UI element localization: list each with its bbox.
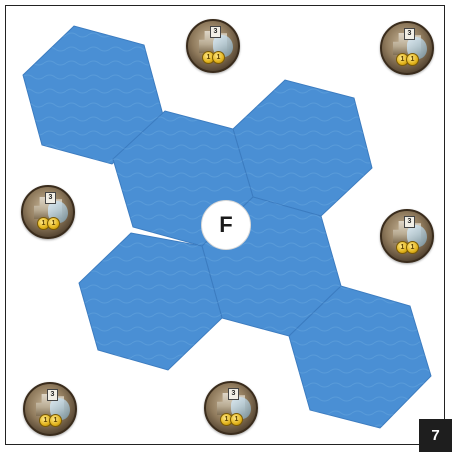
coin-icon: 1 bbox=[406, 53, 419, 66]
coin-icon: 1 bbox=[49, 414, 62, 427]
coin-icon: 1 bbox=[47, 217, 60, 230]
water-tile[interactable] bbox=[22, 25, 164, 165]
board-frame bbox=[5, 5, 445, 445]
ruin-token[interactable]: 3 1 1 bbox=[204, 381, 258, 435]
water-tile[interactable] bbox=[232, 79, 373, 217]
ruin-token[interactable]: 3 1 1 bbox=[380, 209, 434, 263]
water-tile[interactable] bbox=[288, 285, 432, 429]
location-marker-f: F bbox=[201, 200, 251, 250]
page-number-badge: 7 bbox=[419, 419, 452, 452]
token-number: 3 bbox=[45, 192, 56, 204]
water-tile[interactable] bbox=[78, 232, 223, 371]
token-number: 3 bbox=[404, 28, 415, 40]
token-number: 3 bbox=[47, 389, 58, 401]
coin-icon: 1 bbox=[212, 51, 225, 64]
coin-icon: 1 bbox=[230, 413, 243, 426]
ruin-token[interactable]: 3 1 1 bbox=[21, 185, 75, 239]
token-number: 3 bbox=[404, 216, 415, 228]
token-number: 3 bbox=[228, 388, 239, 400]
coin-icon: 1 bbox=[406, 241, 419, 254]
ruin-token[interactable]: 3 1 1 bbox=[23, 382, 77, 436]
ruin-token[interactable]: 3 1 1 bbox=[380, 21, 434, 75]
token-number: 3 bbox=[210, 26, 221, 38]
ruin-token[interactable]: 3 1 1 bbox=[186, 19, 240, 73]
